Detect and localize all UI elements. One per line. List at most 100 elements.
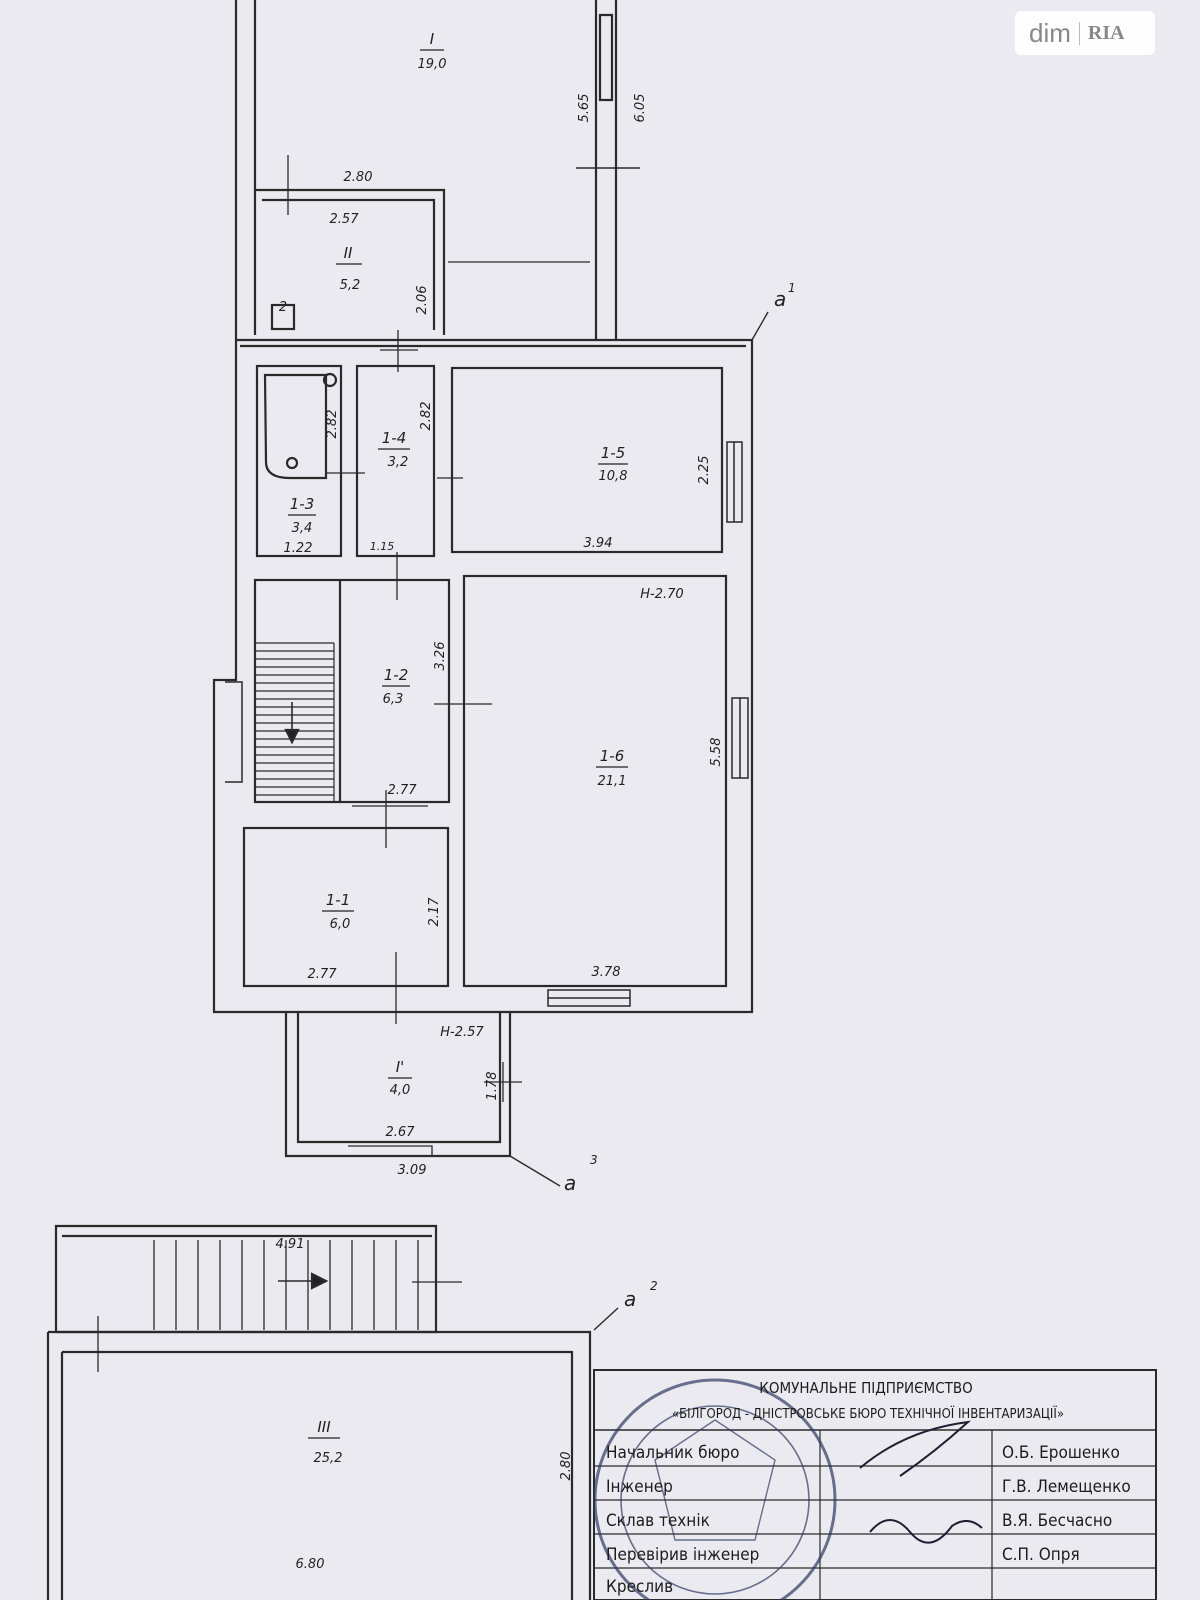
window-1-6-bottom [547,989,631,1007]
room-1-3-area: 3,4 [292,521,313,536]
porch-side-tick [484,1062,522,1102]
ria-logo: RIA [1078,21,1125,45]
window-1-6-side [731,697,749,779]
dim-2-57: 2.57 [330,212,360,227]
room-1-3-walls [255,364,343,558]
stamp-role-4: Перевірив інженер [606,1545,759,1565]
stamp-name-3: В.Я. Бесчасно [1002,1511,1112,1531]
room-1-1-area: 6,0 [330,917,351,932]
stamp-role-3: Склав технік [606,1511,710,1531]
room-1-6-area: 21,1 [598,774,627,789]
signature-scribbles [859,1420,983,1544]
leader-a1 [751,311,769,341]
dim-h-2-70: H-2.70 [640,587,683,602]
stamp-name-1: О.Б. Ерошенко [1002,1443,1120,1463]
room-1-1-number: 1-1 [326,891,351,909]
room-Ib-number: I' [396,1058,405,1076]
room-1-5-number: 1-5 [601,444,626,462]
bathtub-drain [285,456,299,470]
dim-2-82-wc: 2.82 [419,402,434,431]
dim-3-26: 3.26 [433,642,448,671]
leader-a2 [593,1307,619,1331]
dim-2-17: 2.17 [427,897,442,927]
mark-a2-sup: 2 [650,1279,658,1293]
dim-2-80-top: 2.80 [344,170,373,185]
porch-door [348,1145,433,1156]
room-II-walls [253,188,446,335]
porch-walls [284,1012,512,1158]
watermark-brand: dim [1029,17,1071,48]
wall-right-upper [594,0,618,340]
bathtub [263,373,328,480]
stamp-org-line2: «БІЛГОРОД - ДНІСТРОВСЬКЕ БЮРО ТЕХНІЧНОЇ … [672,1406,1064,1422]
dim-3-09: 3.09 [398,1163,427,1178]
dim-2-77-bottom: 2.77 [308,967,338,982]
dim-1-22: 1.22 [284,541,313,556]
room-Ib-area: 4,0 [390,1083,411,1098]
mark-a1: a [774,287,786,311]
mark-a3: a [564,1171,576,1195]
dim-2-67: 2.67 [386,1125,416,1140]
door-1-4 [380,330,418,372]
terrace-stairs-outline [54,1224,438,1334]
stamp-role-2: Інженер [606,1477,673,1497]
stamp-table-frame [593,1369,1157,1600]
stamp-role-5: Креслив [606,1577,673,1597]
dim-2-25: 2.25 [697,456,712,485]
leader-a3 [509,1155,561,1187]
stamp-org-line1: КОМУНАЛЬНЕ ПІДПРИЄМСТВО [759,1379,973,1397]
mark-a3-sup: 3 [590,1153,598,1167]
room-II-marker: 2 [279,300,287,315]
dim-4-91: 4.91 [276,1237,305,1252]
room-II-marker-box [270,303,296,331]
room-1-4-walls [355,364,436,558]
dim-5-65: 5.65 [577,94,592,123]
dim-2-06: 2.06 [415,286,430,315]
dim-2-80-terrace: 2.80 [559,1452,574,1481]
room-1-2-area: 6,3 [383,692,404,707]
room-III-walls [46,1330,592,1600]
mark-a2: a [624,1287,636,1311]
official-seal [593,1378,837,1600]
dim-2-82-bath: 2.82 [325,410,340,439]
window-1-5 [726,441,743,523]
dim-h-2-57: H-2.57 [440,1025,484,1040]
room-1-4-number: 1-4 [382,429,407,447]
room-1-5-area: 10,8 [599,469,628,484]
stamp-role-1: Начальник бюро [606,1443,740,1463]
stamp-col-lines [819,1430,993,1600]
dim-3-78: 3.78 [592,965,621,980]
room-1-5-walls [450,366,724,554]
stair-arrow-head [284,728,300,745]
window-stair [225,681,243,783]
building-outline [212,338,754,1014]
mark-a1-sup: 1 [788,281,796,295]
room-III-number: III [317,1418,331,1436]
stamp-row-lines [594,1465,1156,1569]
room-I-number: I [430,30,435,48]
room-1-3-number: 1-3 [290,495,315,513]
window-upper [598,13,614,102]
dim-6-05: 6.05 [633,94,648,123]
bath-fixture [322,372,338,388]
terrace-steps [153,1240,419,1330]
door-1-1-top [352,790,428,848]
room-1-4-area: 3,2 [388,455,409,470]
stair-steps [256,642,335,802]
room-1-6-number: 1-6 [600,747,625,765]
stamp-name-2: Г.В. Лемещенко [1002,1477,1131,1497]
dim-ria-watermark: dim RIA [1015,11,1155,55]
room-1-6-walls [462,574,728,988]
dim-6-80: 6.80 [296,1557,325,1572]
dim-2-77-mid: 2.77 [388,783,418,798]
room-I-area: 19,0 [418,57,447,72]
dim-3-94: 3.94 [584,536,613,551]
room-1-2-number: 1-2 [384,666,409,684]
dim-1-78: 1.78 [485,1072,500,1101]
room-1-2-outer [253,578,451,804]
room-II-number: II [344,244,353,262]
room-II-area: 5,2 [340,278,361,293]
room-1-1-walls [242,826,450,988]
dim-1-15: 1.15 [370,540,395,553]
